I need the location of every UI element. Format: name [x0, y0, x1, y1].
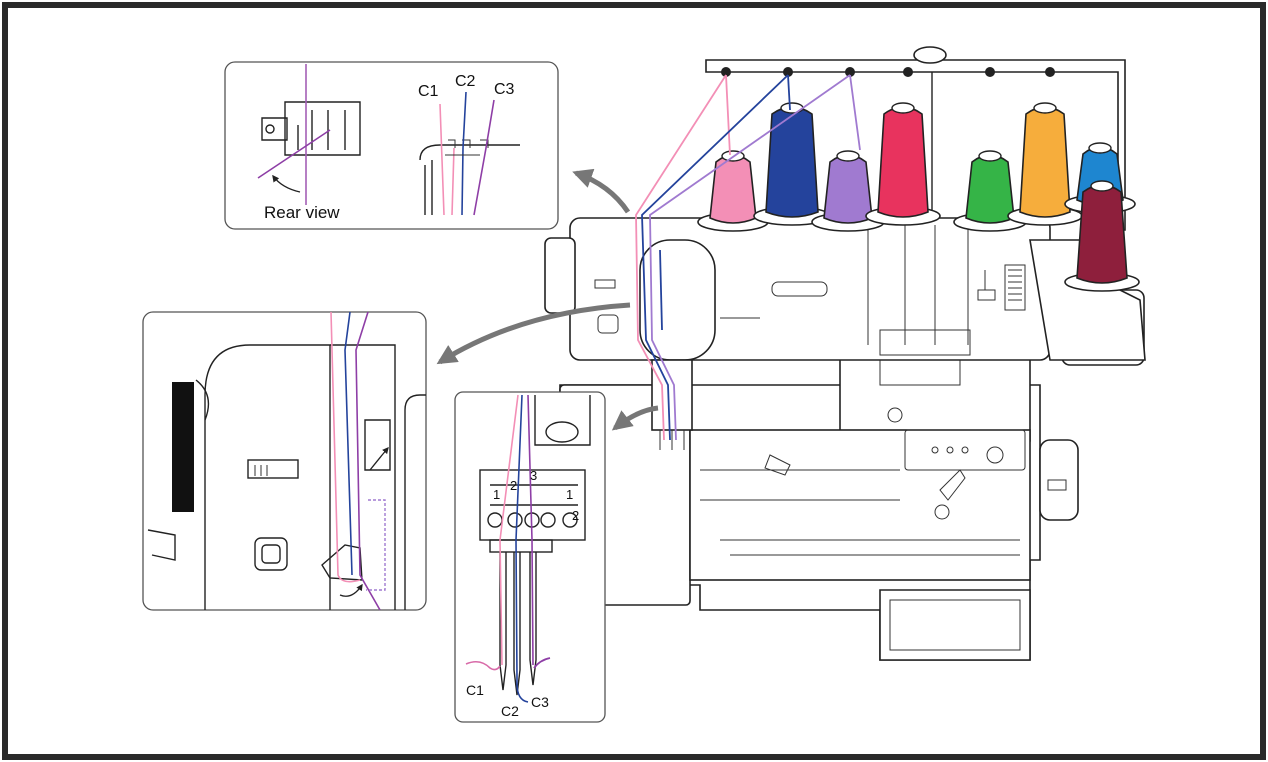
needle-label-c1: C1 — [466, 682, 484, 698]
guide-number-3: 3 — [530, 468, 537, 483]
needle-label-c2: C2 — [501, 703, 519, 719]
rear-view-inset: Rear view C1 C2 C3 — [224, 61, 559, 230]
thread-cone-icon — [1064, 180, 1140, 292]
thread-cones — [697, 102, 1140, 292]
thread-cone-icon — [1007, 102, 1083, 226]
machine-threads — [635, 74, 861, 441]
guide-number-1: 1 — [493, 487, 500, 502]
thread-guide-eyelets — [721, 67, 1055, 77]
top-label-c1: C1 — [418, 83, 439, 100]
needle-threading-inset: 1 2 3 1 2 C1 C2 C3 — [454, 391, 606, 723]
guide-number-2: 2 — [510, 478, 517, 493]
guide-number-1b: 1 — [566, 487, 573, 502]
threading-path-inset — [142, 311, 427, 611]
guide-number-2b: 2 — [572, 508, 579, 523]
curved-arrow-icon — [436, 168, 659, 431]
thread-cone-icon — [697, 150, 769, 232]
thread-cone-icon — [753, 102, 831, 226]
thread-cone-icon — [865, 102, 941, 226]
top-label-c3: C3 — [494, 81, 515, 98]
needle-label-c3: C3 — [531, 694, 549, 710]
thread-cone-icon — [953, 150, 1027, 232]
rear-view-label: Rear view — [264, 203, 340, 222]
sewing-machine-icon — [544, 46, 1146, 661]
top-label-c2: C2 — [455, 73, 476, 90]
